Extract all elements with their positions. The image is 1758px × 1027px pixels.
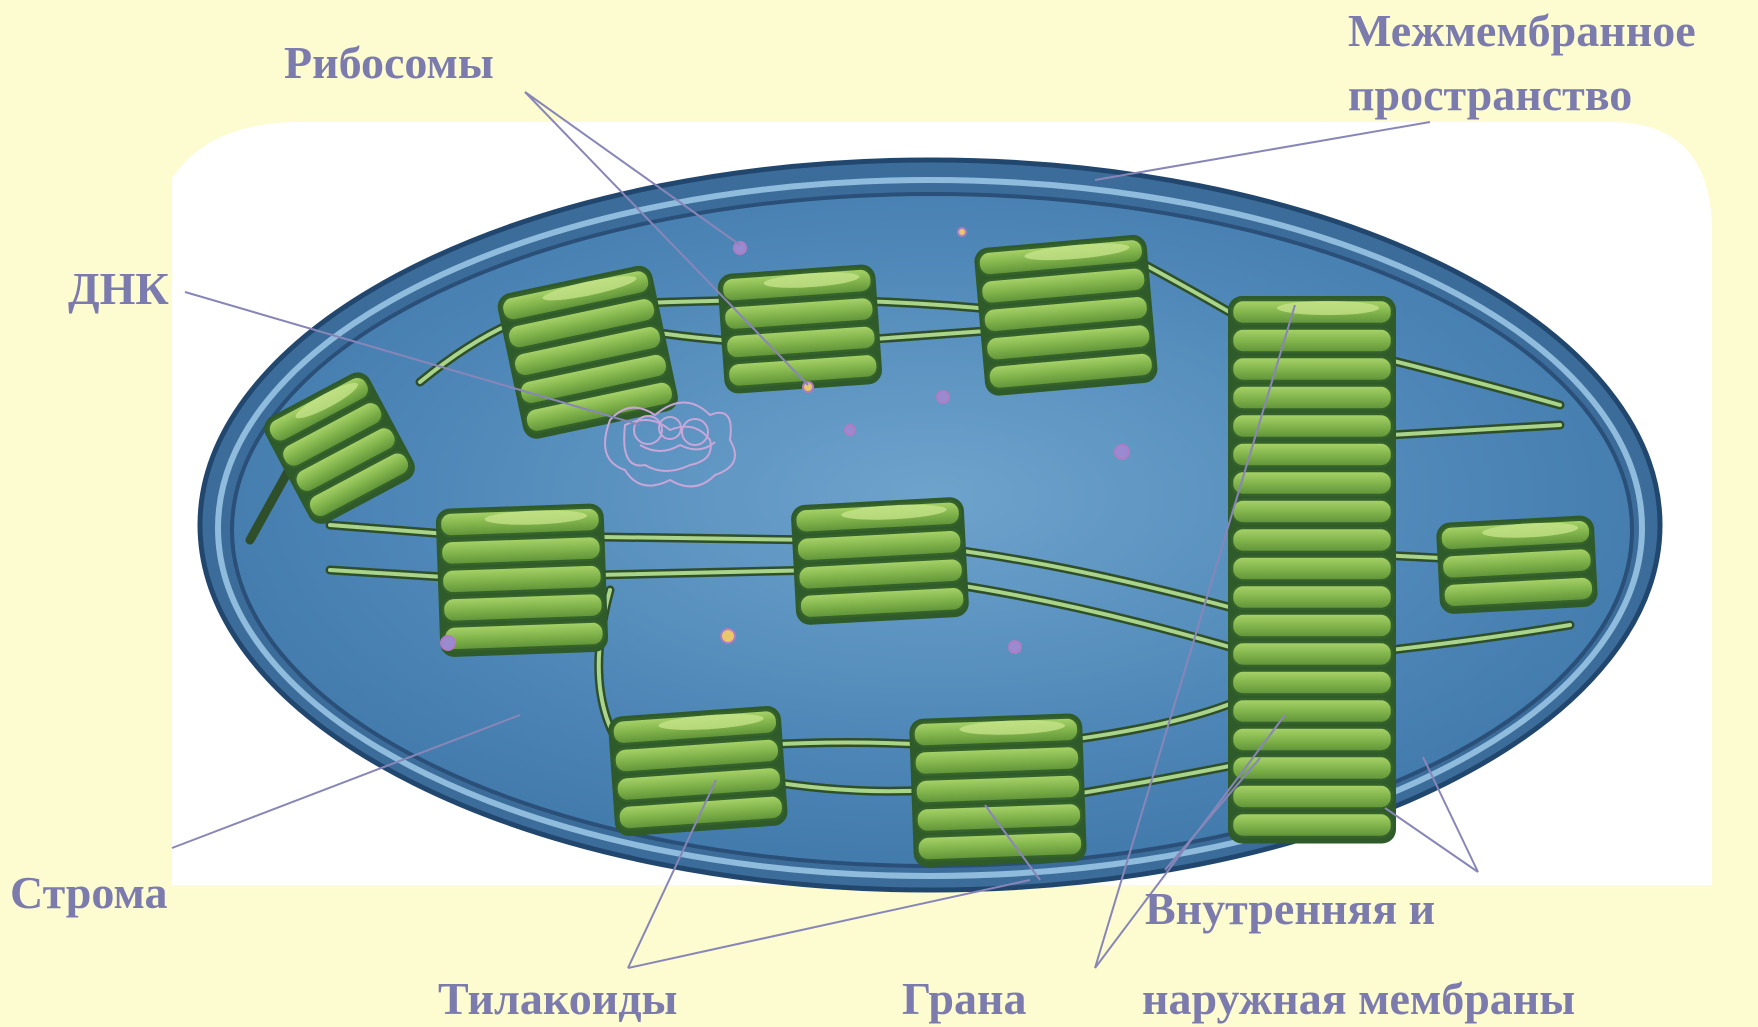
ribosome: [441, 636, 455, 650]
label-ribosomes: Рибосомы: [284, 40, 494, 86]
label-membranes-line2: наружная мембраны: [1142, 976, 1575, 1022]
thylakoid-disc: [1232, 557, 1392, 581]
label-membranes-line1: Внутренняя и: [1145, 886, 1435, 932]
thylakoid-disc: [1232, 386, 1392, 410]
thylakoid-disc: [1232, 614, 1392, 638]
thylakoid-disc: [1232, 756, 1392, 780]
thylakoid-disc: [441, 536, 602, 566]
thylakoid-disc: [1232, 471, 1392, 495]
granum: [909, 713, 1087, 867]
thylakoid-disc: [1232, 813, 1392, 837]
label-dna: ДНК: [68, 266, 169, 312]
thylakoid-disc: [914, 746, 1080, 776]
ribosome: [803, 382, 813, 392]
granum: [1436, 515, 1599, 615]
thylakoid-disc: [1232, 699, 1392, 723]
label-stroma: Строма: [10, 870, 168, 916]
thylakoid-disc: [1232, 728, 1392, 752]
thylakoid-disc: [1232, 671, 1392, 695]
label-intermembrane-line1: Межмембранное: [1348, 8, 1696, 54]
thylakoid-disc: [915, 774, 1081, 804]
ribosome: [958, 228, 966, 236]
thylakoid-disc: [916, 803, 1082, 833]
thylakoid-disc: [1232, 785, 1392, 809]
granum: [717, 264, 883, 395]
ribosome: [937, 391, 949, 403]
label-intermembrane-line2: пространство: [1348, 72, 1632, 118]
label-granum: Грана: [902, 976, 1026, 1022]
ribosome: [845, 425, 855, 435]
label-thylakoids: Тилакоиды: [438, 976, 677, 1022]
thylakoid-disc: [1232, 357, 1392, 381]
granum: [790, 497, 969, 626]
granum: [973, 234, 1158, 397]
leader-thylakoids-b: [628, 880, 1030, 968]
thylakoid-disc: [1232, 642, 1392, 666]
thylakoid-disc: [1232, 329, 1392, 353]
ribosome: [1115, 445, 1129, 459]
granum: [1228, 296, 1396, 844]
thylakoid-disc: [1232, 585, 1392, 609]
granum: [435, 503, 608, 657]
ribosome: [721, 629, 735, 643]
thylakoid-disc: [1232, 443, 1392, 467]
thylakoid-disc: [442, 564, 603, 594]
thylakoid-disc: [1232, 500, 1392, 524]
thylakoid-disc: [917, 831, 1083, 861]
thylakoid-disc: [444, 621, 605, 651]
ribosome: [1009, 641, 1021, 653]
thylakoid-disc: [1232, 528, 1392, 552]
thylakoid-disc: [443, 593, 604, 623]
